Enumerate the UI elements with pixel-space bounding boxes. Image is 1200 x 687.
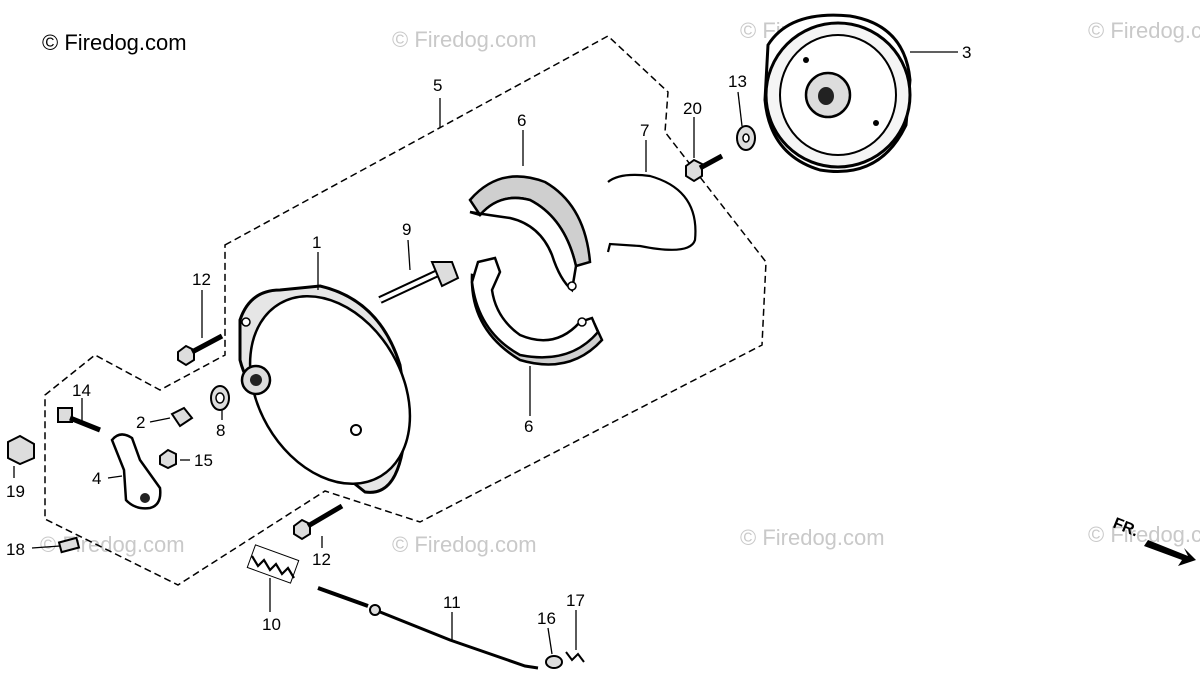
return-spring-part [246, 544, 300, 584]
brake-cam-part [378, 261, 460, 304]
shoe-spring-part [606, 173, 697, 253]
callout-14: 14 [72, 381, 91, 400]
callout-8: 8 [216, 421, 225, 440]
brake-rod-part [317, 586, 539, 670]
bolt-part [685, 153, 724, 183]
callout-6-lower: 6 [524, 417, 533, 436]
pin-part [57, 536, 81, 554]
rod-joint-part [545, 651, 585, 669]
callout-15: 15 [194, 451, 213, 470]
callout-labels: 5 6 7 13 20 3 9 1 12 14 2 8 15 4 19 18 1… [6, 43, 971, 634]
callout-19: 19 [6, 482, 25, 501]
watermark: © Firedog.com [1088, 522, 1200, 547]
callout-18: 18 [6, 540, 25, 559]
callout-13: 13 [728, 72, 747, 91]
bolt-lower-part [293, 503, 344, 541]
brake-shoe-upper-part [468, 175, 592, 293]
seal-part [210, 385, 230, 411]
callout-4: 4 [92, 469, 101, 488]
bolt-arm-part [57, 407, 101, 433]
brake-panel-part [238, 284, 412, 494]
callout-12-lower: 12 [312, 550, 331, 569]
callout-10: 10 [262, 615, 281, 634]
callout-3: 3 [962, 43, 971, 62]
wear-indicator-part [170, 406, 194, 428]
front-label: FR. [1111, 515, 1141, 540]
copyright-text: © Firedog.com [42, 30, 187, 55]
watermark: © Firedog.com [392, 532, 537, 557]
brake-shoe-lower-part [470, 256, 604, 366]
callout-11: 11 [443, 593, 461, 612]
callout-7: 7 [640, 121, 649, 140]
callout-5: 5 [433, 76, 442, 95]
callout-20: 20 [683, 99, 702, 118]
washer-part [736, 125, 756, 151]
front-direction-arrow: FR. [1111, 515, 1196, 566]
leader-lines [13, 51, 958, 655]
callout-16: 16 [537, 609, 556, 628]
callout-2: 2 [136, 413, 145, 432]
callout-1: 1 [312, 233, 321, 252]
adjuster-nut-part [7, 434, 35, 466]
watermark: © Firedog.com [1088, 18, 1200, 43]
callout-17: 17 [566, 591, 585, 610]
callout-6-upper: 6 [517, 111, 526, 130]
nut-part [159, 448, 177, 470]
callout-12-upper: 12 [192, 270, 211, 289]
watermark: © Firedog.com [392, 27, 537, 52]
brake-arm-part [110, 433, 162, 510]
bolt-upper-part [177, 333, 224, 367]
callout-9: 9 [402, 220, 411, 239]
assembly-outline [44, 35, 767, 586]
brake-drum-part [763, 13, 912, 173]
watermark: © Firedog.com [740, 525, 885, 550]
